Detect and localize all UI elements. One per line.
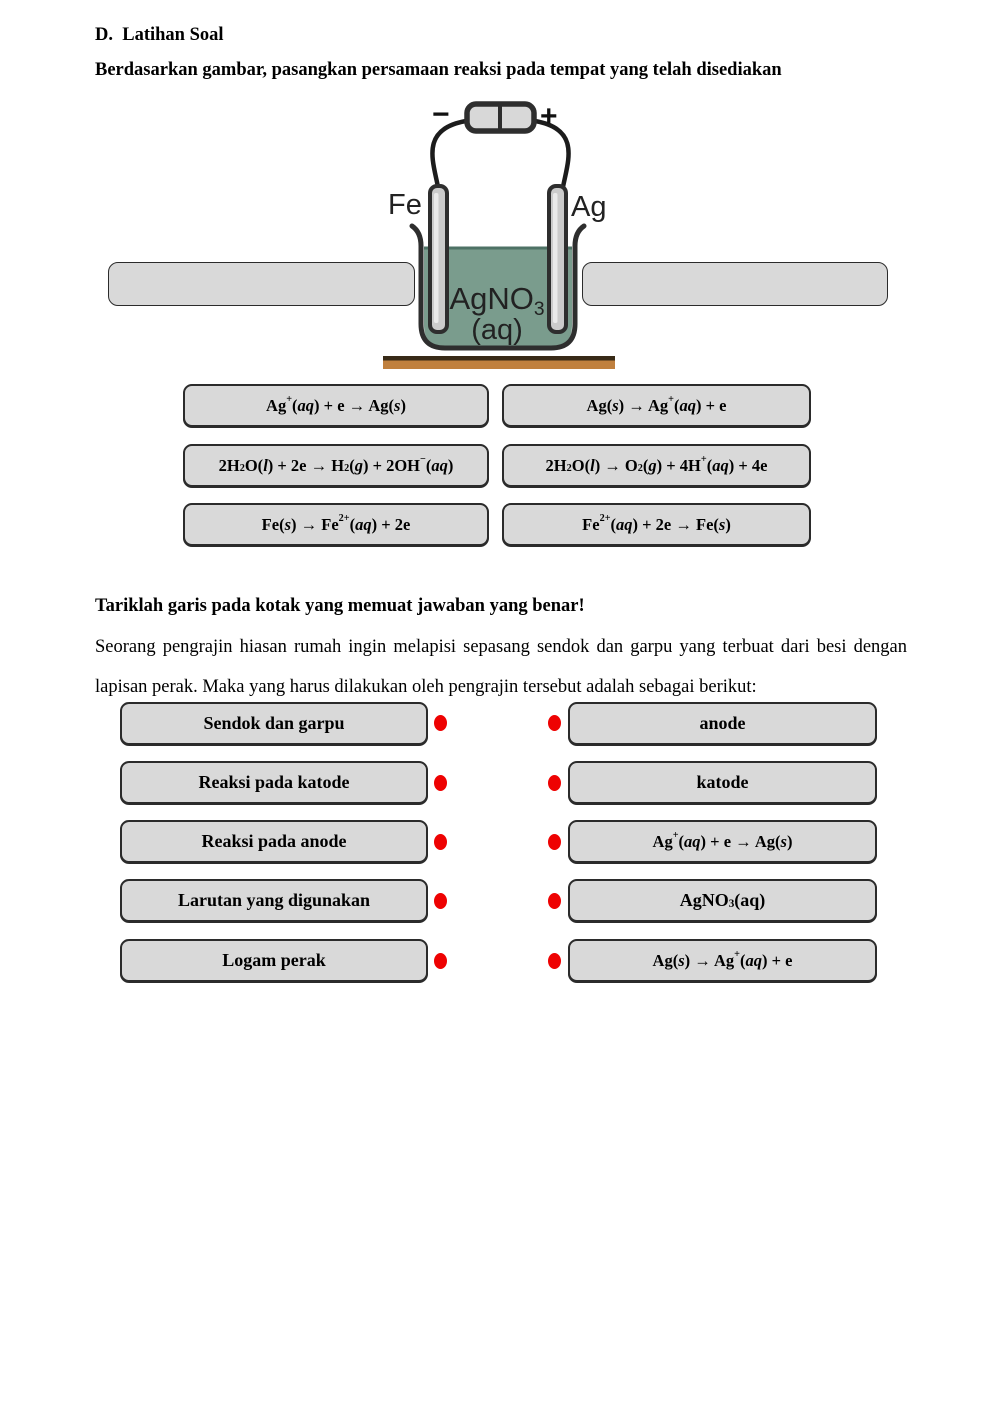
- connector-dot-left-5[interactable]: [434, 953, 447, 969]
- match-left-reaksi-pada-katode[interactable]: Reaksi pada katode: [120, 761, 428, 804]
- battery-positive-sign: +: [540, 100, 558, 133]
- battery-negative-sign: −: [432, 98, 450, 131]
- problem-paragraph: Seorang pengrajin hiasan rumah ingin mel…: [95, 637, 907, 697]
- equation-chip-ag-reduction[interactable]: Ag+(aq) + e → Ag(s): [183, 384, 489, 427]
- match-right-ag-reduction[interactable]: Ag+(aq) + e → Ag(s): [568, 820, 877, 863]
- match-right-katode[interactable]: katode: [568, 761, 877, 804]
- equation-chip-ag-oxidation[interactable]: Ag(s) → Ag+(aq) + e: [502, 384, 811, 427]
- match-left-sendok-dan-garpu[interactable]: Sendok dan garpu: [120, 702, 428, 745]
- solution-state-label: (aq): [471, 314, 523, 346]
- table-edge: [383, 356, 615, 361]
- connector-dot-right-2[interactable]: [548, 775, 561, 791]
- electrode-fe-highlight: [434, 193, 439, 323]
- beaker: [409, 223, 587, 351]
- instruction-pair-equations: Berdasarkan gambar, pasangkan persamaan …: [95, 60, 782, 80]
- solution-formula-subscript: 3: [533, 298, 545, 320]
- electrolysis-diagram: − + Fe Ag AgNO3 (aq): [0, 0, 1000, 380]
- connector-dot-right-4[interactable]: [548, 893, 561, 909]
- match-left-reaksi-pada-anode[interactable]: Reaksi pada anode: [120, 820, 428, 863]
- instruction-draw-lines: Tariklah garis pada kotak yang memuat ja…: [95, 596, 585, 616]
- solution: [424, 248, 572, 346]
- electrolysis-apparatus: [383, 101, 615, 369]
- connector-dot-left-3[interactable]: [434, 834, 447, 850]
- solution-formula-label: AgNO3: [449, 281, 544, 319]
- wire-left: [430, 118, 467, 188]
- wire-right: [534, 118, 571, 188]
- electrode-ag-highlight: [553, 193, 558, 323]
- match-left-larutan-digunakan[interactable]: Larutan yang digunakan: [120, 879, 428, 922]
- solution-formula-text: AgNO: [449, 281, 534, 316]
- connector-dot-right-5[interactable]: [548, 953, 561, 969]
- connector-dot-left-2[interactable]: [434, 775, 447, 791]
- answer-slot-left[interactable]: [108, 262, 415, 306]
- match-right-anode[interactable]: anode: [568, 702, 877, 745]
- section-heading: D. Latihan Soal: [95, 25, 224, 45]
- connector-dot-left-1[interactable]: [434, 715, 447, 731]
- answer-slot-right[interactable]: [582, 262, 888, 306]
- electrode-label-fe: Fe: [388, 189, 422, 221]
- match-right-ag-oxidation[interactable]: Ag(s) → Ag+(aq) + e: [568, 939, 877, 982]
- connector-dot-right-3[interactable]: [548, 834, 561, 850]
- electrode-label-ag: Ag: [571, 191, 607, 223]
- match-left-logam-perak[interactable]: Logam perak: [120, 939, 428, 982]
- connector-dot-right-1[interactable]: [548, 715, 561, 731]
- connector-dot-left-4[interactable]: [434, 893, 447, 909]
